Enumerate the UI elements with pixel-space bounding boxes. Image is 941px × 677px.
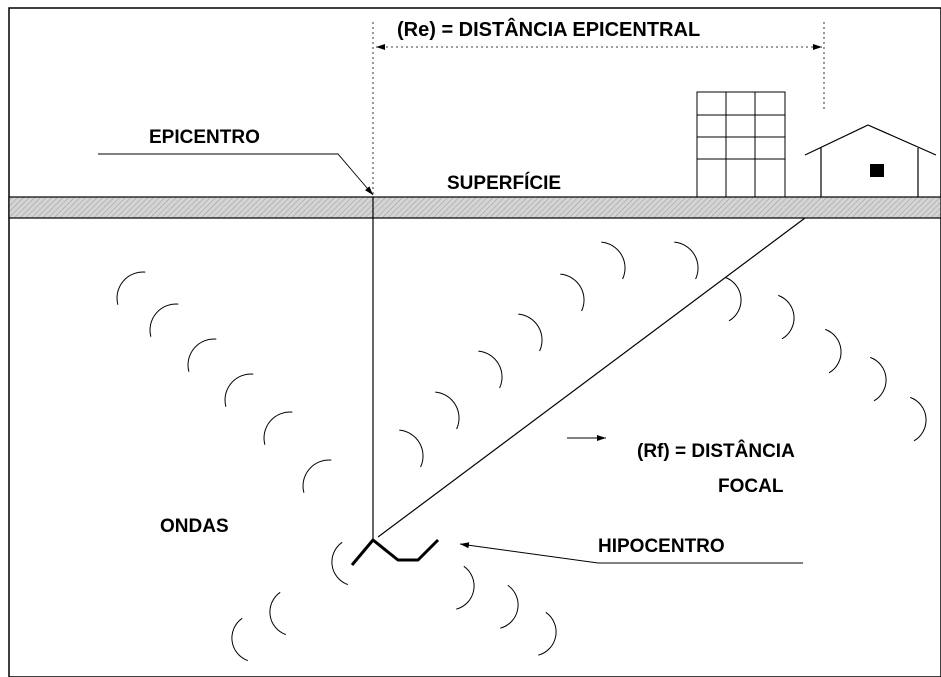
epicenter-label: EPICENTRO: [149, 127, 260, 148]
waves-label: ONDAS: [160, 516, 229, 537]
ground-surface-band: [8, 196, 941, 219]
focal-distance-line: [377, 217, 806, 538]
seismic-waves: [116, 241, 927, 662]
hypocenter-leader: [459, 542, 803, 564]
wave-arc: [187, 338, 217, 372]
hypocenter-fault-icon: [350, 538, 440, 566]
wave-arc: [331, 541, 348, 586]
wave-arc: [149, 303, 179, 337]
wave-arc: [456, 565, 475, 610]
wave-arc: [224, 373, 254, 407]
wave-arc: [478, 350, 503, 389]
wave-arc: [538, 611, 557, 656]
wave-arc: [302, 459, 332, 493]
wave-arc: [601, 241, 626, 280]
wave-arc: [910, 396, 927, 442]
wave-arc: [399, 429, 424, 468]
wave-arc: [674, 241, 699, 280]
wave-arc: [263, 411, 293, 445]
figure-frame: [8, 7, 941, 677]
wave-arc: [269, 591, 286, 636]
wave-arc: [518, 313, 543, 352]
wave-arc: [778, 294, 795, 340]
wave-arc: [435, 391, 460, 430]
wave-arc: [116, 271, 146, 305]
wave-arc: [231, 617, 248, 662]
wave-arc: [870, 356, 887, 402]
focal-distance-label-line1: (Rf) = DISTÂNCIA: [637, 440, 795, 462]
wave-arc: [560, 273, 585, 312]
building-icon: [696, 91, 786, 198]
wave-arc: [500, 584, 519, 629]
focal-distance-label-line2: FOCAL: [718, 476, 784, 497]
wave-arc: [725, 276, 742, 322]
epicenter-leader: [98, 153, 374, 196]
surface-label: SUPERFÍCIE: [447, 172, 561, 194]
epicentral-distance-label: (Re) = DISTÂNCIA EPICENTRAL: [397, 17, 700, 41]
hypocenter-label: HIPOCENTRO: [598, 536, 725, 557]
wave-arc: [825, 328, 842, 374]
house-icon: [804, 124, 937, 197]
